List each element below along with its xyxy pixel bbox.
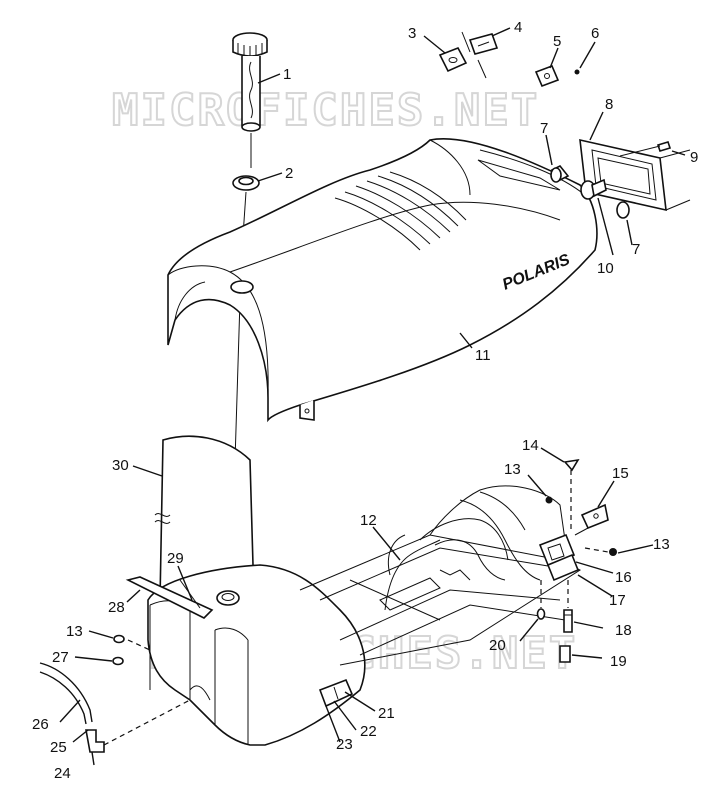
plate-3 [438, 46, 468, 73]
callout-24: 24 [54, 765, 71, 782]
rivet-14 [563, 458, 580, 472]
callout-30: 30 [112, 457, 129, 474]
callout-17: 17 [609, 592, 626, 609]
callout-16: 16 [615, 569, 632, 586]
clip-4 [468, 33, 499, 55]
callout-27: 27 [52, 649, 69, 666]
watermark-top: MICROFICHES.NET [112, 85, 539, 136]
relay-17 [546, 553, 580, 582]
callout-7-bottom: 7 [632, 241, 640, 258]
callout-11: 11 [475, 347, 491, 364]
callout-numbers: 1 2 3 4 5 6 7 7 8 9 10 11 12 13 13 13 14… [32, 19, 698, 782]
fuel-cap-assembly [232, 32, 268, 132]
nut-27 [112, 656, 124, 666]
callout-13-top: 13 [504, 461, 521, 478]
callout-10: 10 [597, 260, 614, 277]
callout-8: 8 [605, 96, 613, 113]
leader-lines [59, 27, 686, 766]
nut-13-top [545, 496, 553, 504]
callout-21: 21 [378, 705, 395, 722]
push-rivet-7-top [550, 164, 570, 183]
screw-20 [536, 608, 546, 620]
nut-13-right [609, 548, 617, 556]
callout-25: 25 [50, 739, 67, 756]
callout-1: 1 [283, 66, 291, 83]
callout-2: 2 [285, 165, 293, 182]
callout-9: 9 [690, 149, 698, 166]
rivet-6 [574, 69, 580, 75]
washer-13-left [113, 634, 125, 644]
bolt-19 [559, 645, 571, 663]
taillight [579, 138, 691, 212]
push-rivet-7-bottom [616, 201, 630, 219]
bulb-10 [580, 178, 607, 200]
fuel-tank [147, 564, 366, 746]
vent-hose [39, 662, 93, 725]
callout-5: 5 [553, 33, 561, 50]
callout-6: 6 [591, 25, 599, 42]
callout-14: 14 [522, 437, 539, 454]
callout-13-right: 13 [653, 536, 670, 553]
callout-23: 23 [336, 736, 353, 753]
callout-18: 18 [615, 622, 632, 639]
grommet [232, 175, 260, 191]
callout-22: 22 [360, 723, 377, 740]
heat-shield [154, 435, 264, 601]
callout-12: 12 [360, 512, 377, 529]
callout-3: 3 [408, 25, 416, 42]
callout-26: 26 [32, 716, 49, 733]
bracket-5 [534, 64, 560, 88]
hose-elbow [85, 729, 105, 753]
callout-29: 29 [167, 550, 184, 567]
seat: POLARIS [167, 138, 598, 423]
callout-20: 20 [489, 637, 506, 654]
tank-strap [125, 576, 214, 619]
screw-9 [656, 141, 672, 152]
callout-4: 4 [514, 19, 522, 36]
callout-19: 19 [610, 653, 627, 670]
callout-28: 28 [108, 599, 125, 616]
callout-7-top: 7 [540, 120, 548, 137]
callout-13-left: 13 [66, 623, 83, 640]
bolt-18 [563, 609, 573, 633]
callout-15: 15 [612, 465, 629, 482]
bracket-15 [574, 503, 609, 536]
